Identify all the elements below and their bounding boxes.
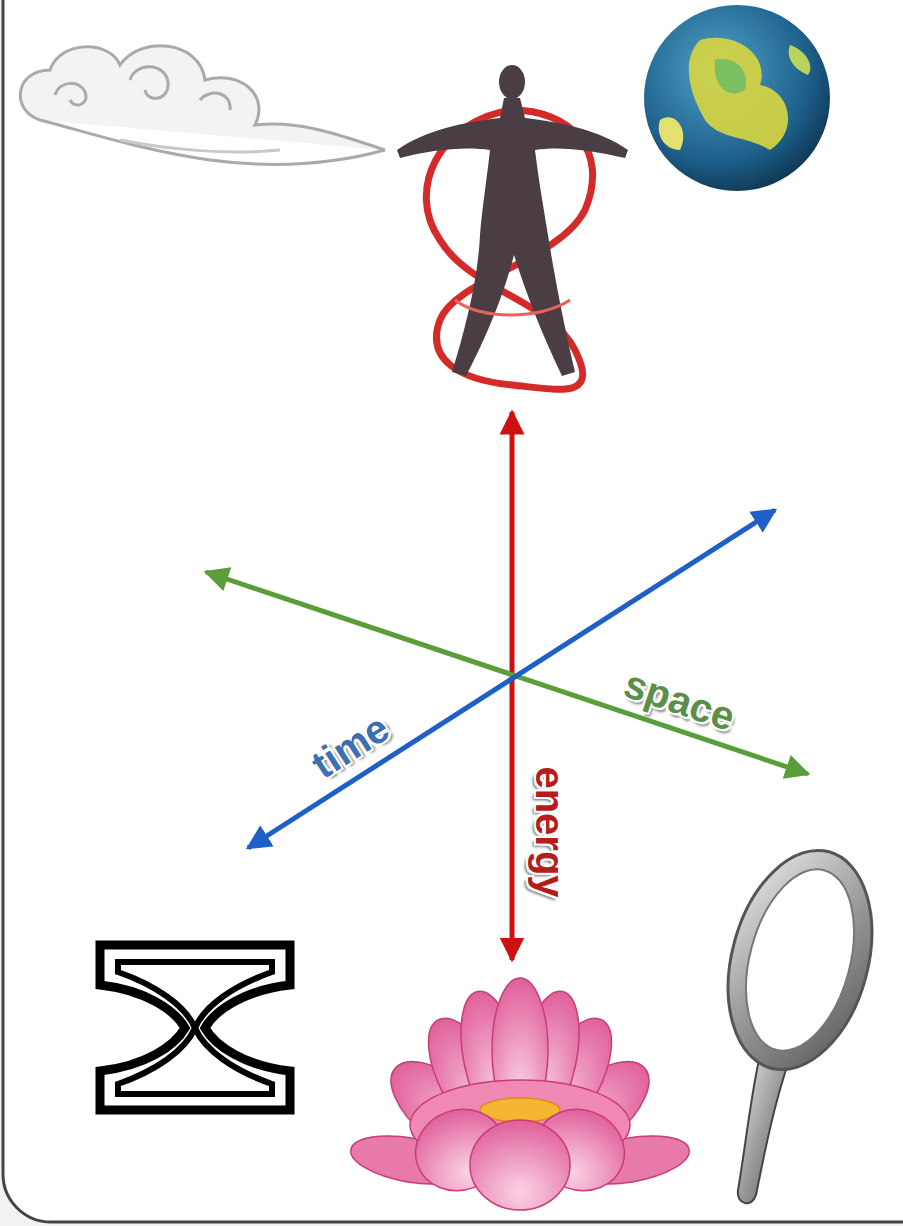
- energy-axis: [510, 412, 515, 960]
- lotus-icon: [347, 978, 693, 1210]
- human-figure: [397, 65, 628, 389]
- time-axis: [248, 510, 775, 848]
- mirror-icon: [705, 834, 894, 1203]
- cloud-icon: [20, 46, 385, 165]
- card: [3, 0, 903, 1222]
- x-symbol: [100, 945, 290, 1110]
- earth-icon: [644, 5, 830, 191]
- space-axis: [206, 572, 808, 774]
- axis-label: energy: [530, 766, 570, 897]
